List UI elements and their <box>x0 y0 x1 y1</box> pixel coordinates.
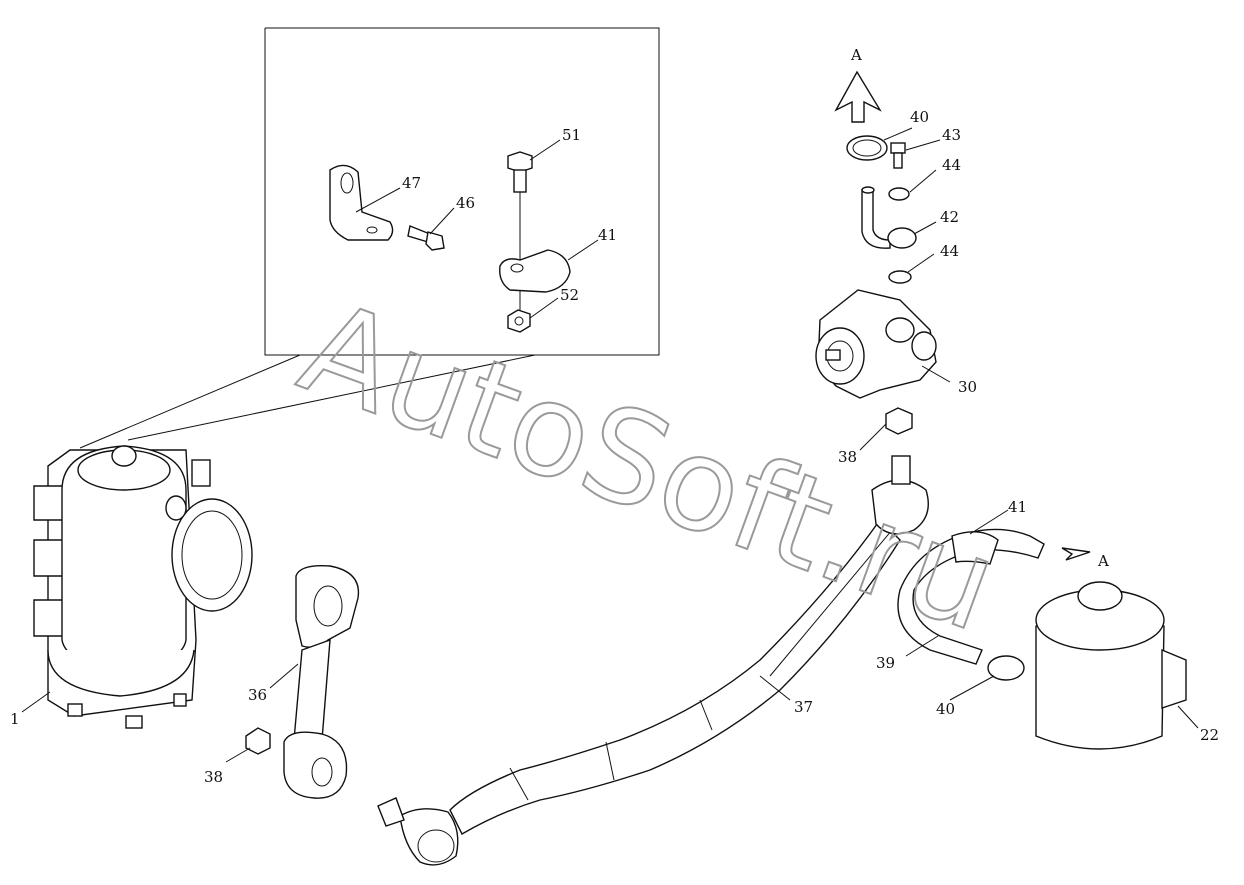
flow-arrow-a-top <box>834 70 882 123</box>
callout-51: 51 <box>562 126 581 144</box>
flow-label-a-right: A <box>1097 552 1109 570</box>
callout-22: 22 <box>1200 726 1219 744</box>
callout-46: 46 <box>456 194 475 212</box>
castle-nut <box>245 727 271 755</box>
clip-part <box>499 249 571 293</box>
callout-44-lower: 44 <box>940 242 959 260</box>
hose-and-reservoir <box>897 528 1187 750</box>
callout-42: 42 <box>940 208 959 226</box>
steering-gear <box>33 445 253 729</box>
castle-nut <box>885 407 913 435</box>
callout-41-right: 41 <box>1008 498 1027 516</box>
callout-39: 39 <box>876 654 895 672</box>
callout-38-top: 38 <box>838 448 857 466</box>
callout-labels: 1 22 30 36 37 38 38 39 40 40 41 41 42 43… <box>10 108 1219 786</box>
flow-arrow-a-right <box>1061 547 1091 561</box>
pitman-arm <box>283 565 360 799</box>
callout-47: 47 <box>402 174 421 192</box>
callout-1: 1 <box>10 710 20 728</box>
callout-52: 52 <box>560 286 579 304</box>
bolt-part <box>507 151 533 173</box>
drag-link <box>377 455 929 866</box>
hose-clamp <box>987 655 1025 681</box>
callout-41-inset: 41 <box>598 226 617 244</box>
nut-part <box>507 309 531 333</box>
callout-40-bottom: 40 <box>936 700 955 718</box>
callout-43: 43 <box>942 126 961 144</box>
flow-label-a-top: A <box>850 46 862 64</box>
callout-38-bottom: 38 <box>204 768 223 786</box>
callout-37: 37 <box>794 698 813 716</box>
callout-30: 30 <box>958 378 977 396</box>
callout-40-top: 40 <box>910 108 929 126</box>
detail-inset <box>79 27 660 449</box>
leader-lines <box>21 127 1199 763</box>
bracket-part <box>329 164 394 241</box>
callout-44-upper: 44 <box>942 156 961 174</box>
pump-assembly <box>815 70 937 399</box>
callout-36: 36 <box>248 686 267 704</box>
